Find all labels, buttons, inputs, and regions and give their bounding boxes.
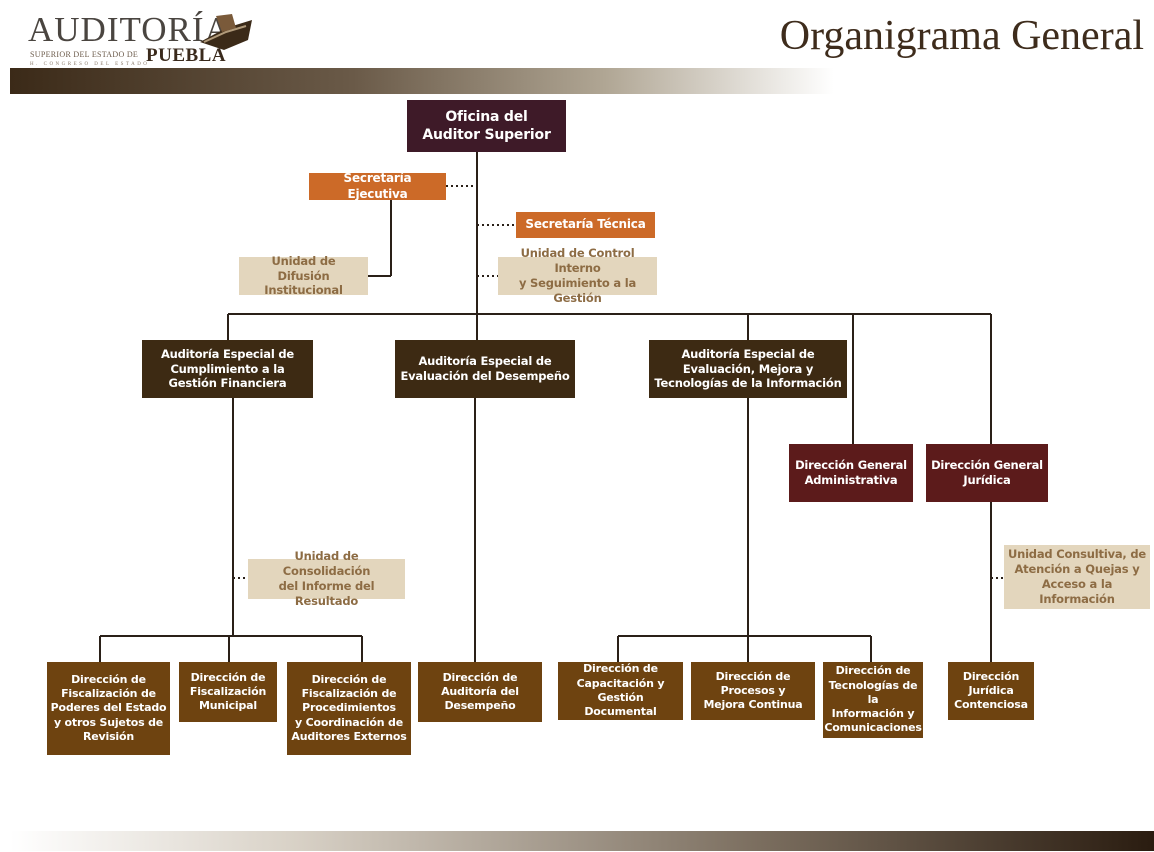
ae-desempeno-label: Auditoría Especial de Evaluación del Des…	[400, 354, 570, 383]
logo: AUDITORÍA SUPERIOR DEL ESTADO DE PUEBLA …	[28, 10, 253, 68]
secretaria-tecnica-box: Secretaría Técnica	[516, 212, 655, 238]
dir-auditoria-desempeno-box: Dirección de Auditoría del Desempeño	[418, 662, 542, 722]
ae-cumplimiento-label: Auditoría Especial de Cumplimiento a la …	[160, 346, 295, 391]
consolidacion-unit-label: Unidad de Consolidación del Informe del …	[278, 549, 375, 608]
dg-juridica-box: Dirección General Jurídica	[926, 444, 1048, 502]
dir-municipal-box: Dirección de Fiscalización Municipal	[179, 662, 277, 722]
dir-procesos-box: Dirección de Procesos y Mejora Continua	[691, 662, 815, 720]
secretaria-tecnica-label: Secretaría Técnica	[525, 217, 646, 232]
control-interno-box: Unidad de Control Interno y Seguimiento …	[498, 246, 657, 305]
dir-capacitacion-label: Dirección de Capacitación y Gestión Docu…	[576, 662, 665, 719]
logo-subtitle: SUPERIOR DEL ESTADO DE	[30, 50, 139, 59]
secretaria-ejecutiva-label: Secretaría Ejecutiva	[343, 170, 412, 201]
auditor-superior-office: Oficina del Auditor Superior	[407, 100, 566, 152]
difusion-unit-label: Unidad de Difusión Institucional	[264, 253, 343, 298]
ae-cumplimiento-box: Auditoría Especial de Cumplimiento a la …	[142, 340, 313, 398]
dir-capacitacion-box: Dirección de Capacitación y Gestión Docu…	[558, 662, 683, 720]
dg-administrativa-label: Dirección General Administrativa	[795, 458, 907, 487]
footer-band	[10, 831, 1154, 851]
logo-wordmark: AUDITORÍA	[28, 10, 231, 49]
auditor-superior-label: Oficina del Auditor Superior	[422, 108, 551, 143]
ae-mejora-label: Auditoría Especial de Evaluación, Mejora…	[654, 346, 842, 391]
control-interno-label: Unidad de Control Interno y Seguimiento …	[518, 246, 637, 305]
consultiva-unit-label: Unidad Consultiva, de Atención a Quejas …	[1007, 547, 1147, 606]
ae-desempeno-box: Auditoría Especial de Evaluación del Des…	[395, 340, 575, 398]
dg-administrativa-box: Dirección General Administrativa	[789, 444, 913, 502]
header-band	[10, 68, 1154, 94]
dir-tecnologias-label: Dirección de Tecnologías de la Informaci…	[824, 664, 922, 735]
dir-municipal-label: Dirección de Fiscalización Municipal	[189, 670, 267, 713]
difusion-unit-box: Unidad de Difusión Institucional	[239, 254, 368, 297]
dir-tecnologias-box: Dirección de Tecnologías de la Informaci…	[823, 662, 923, 738]
dir-auditoria-desempeno-label: Dirección de Auditoría del Desempeño	[441, 670, 519, 713]
ae-mejora-box: Auditoría Especial de Evaluación, Mejora…	[649, 340, 847, 398]
page-title: Organigrama General	[779, 13, 1144, 59]
logo-tagline: H. CONGRESO DEL ESTADO	[30, 62, 150, 67]
dir-poderes-box: Dirección de Fiscalización de Poderes de…	[47, 662, 170, 755]
consultiva-unit-box: Unidad Consultiva, de Atención a Quejas …	[1004, 545, 1150, 609]
dir-procedimientos-label: Dirección de Fiscalización de Procedimie…	[291, 672, 407, 743]
secretaria-ejecutiva-box: Secretaría Ejecutiva	[309, 170, 446, 201]
dir-contenciosa-label: Dirección Jurídica Contenciosa	[954, 669, 1028, 712]
dir-contenciosa-box: Dirección Jurídica Contenciosa	[948, 662, 1034, 720]
logo-state: PUEBLA	[146, 45, 227, 66]
consolidacion-unit-box: Unidad de Consolidación del Informe del …	[248, 549, 405, 608]
dg-juridica-label: Dirección General Jurídica	[931, 458, 1043, 487]
dir-procedimientos-box: Dirección de Fiscalización de Procedimie…	[287, 662, 411, 755]
dir-poderes-label: Dirección de Fiscalización de Poderes de…	[50, 672, 167, 743]
dir-procesos-label: Dirección de Procesos y Mejora Continua	[703, 669, 803, 712]
book-icon	[200, 14, 252, 50]
